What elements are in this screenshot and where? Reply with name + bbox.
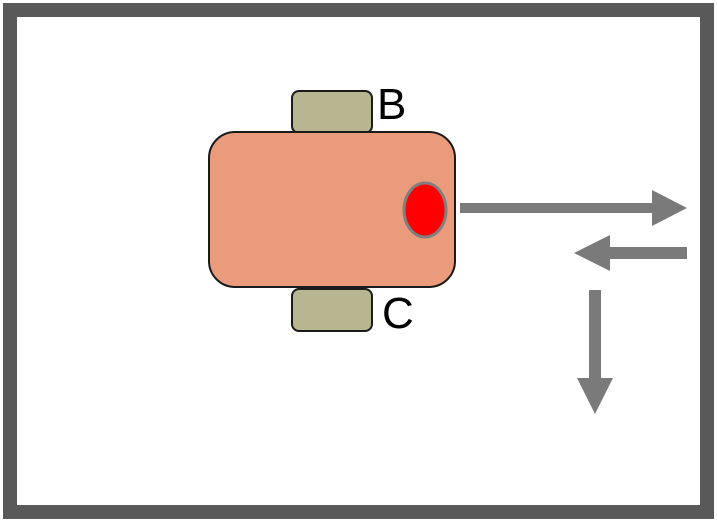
wheel-b xyxy=(291,90,373,134)
robot-body xyxy=(208,131,456,288)
forward-arrow-icon xyxy=(460,190,687,226)
turn-down-arrow-icon xyxy=(577,290,613,414)
backward-arrow-icon xyxy=(574,235,687,271)
arena-frame xyxy=(3,3,714,519)
robot: B C xyxy=(208,80,456,338)
motion-arrows xyxy=(460,190,687,414)
wheel-c-label: C xyxy=(382,289,414,338)
sensor-dot xyxy=(402,181,448,239)
wheel-b-label: B xyxy=(377,80,406,129)
wheel-c xyxy=(291,288,373,332)
